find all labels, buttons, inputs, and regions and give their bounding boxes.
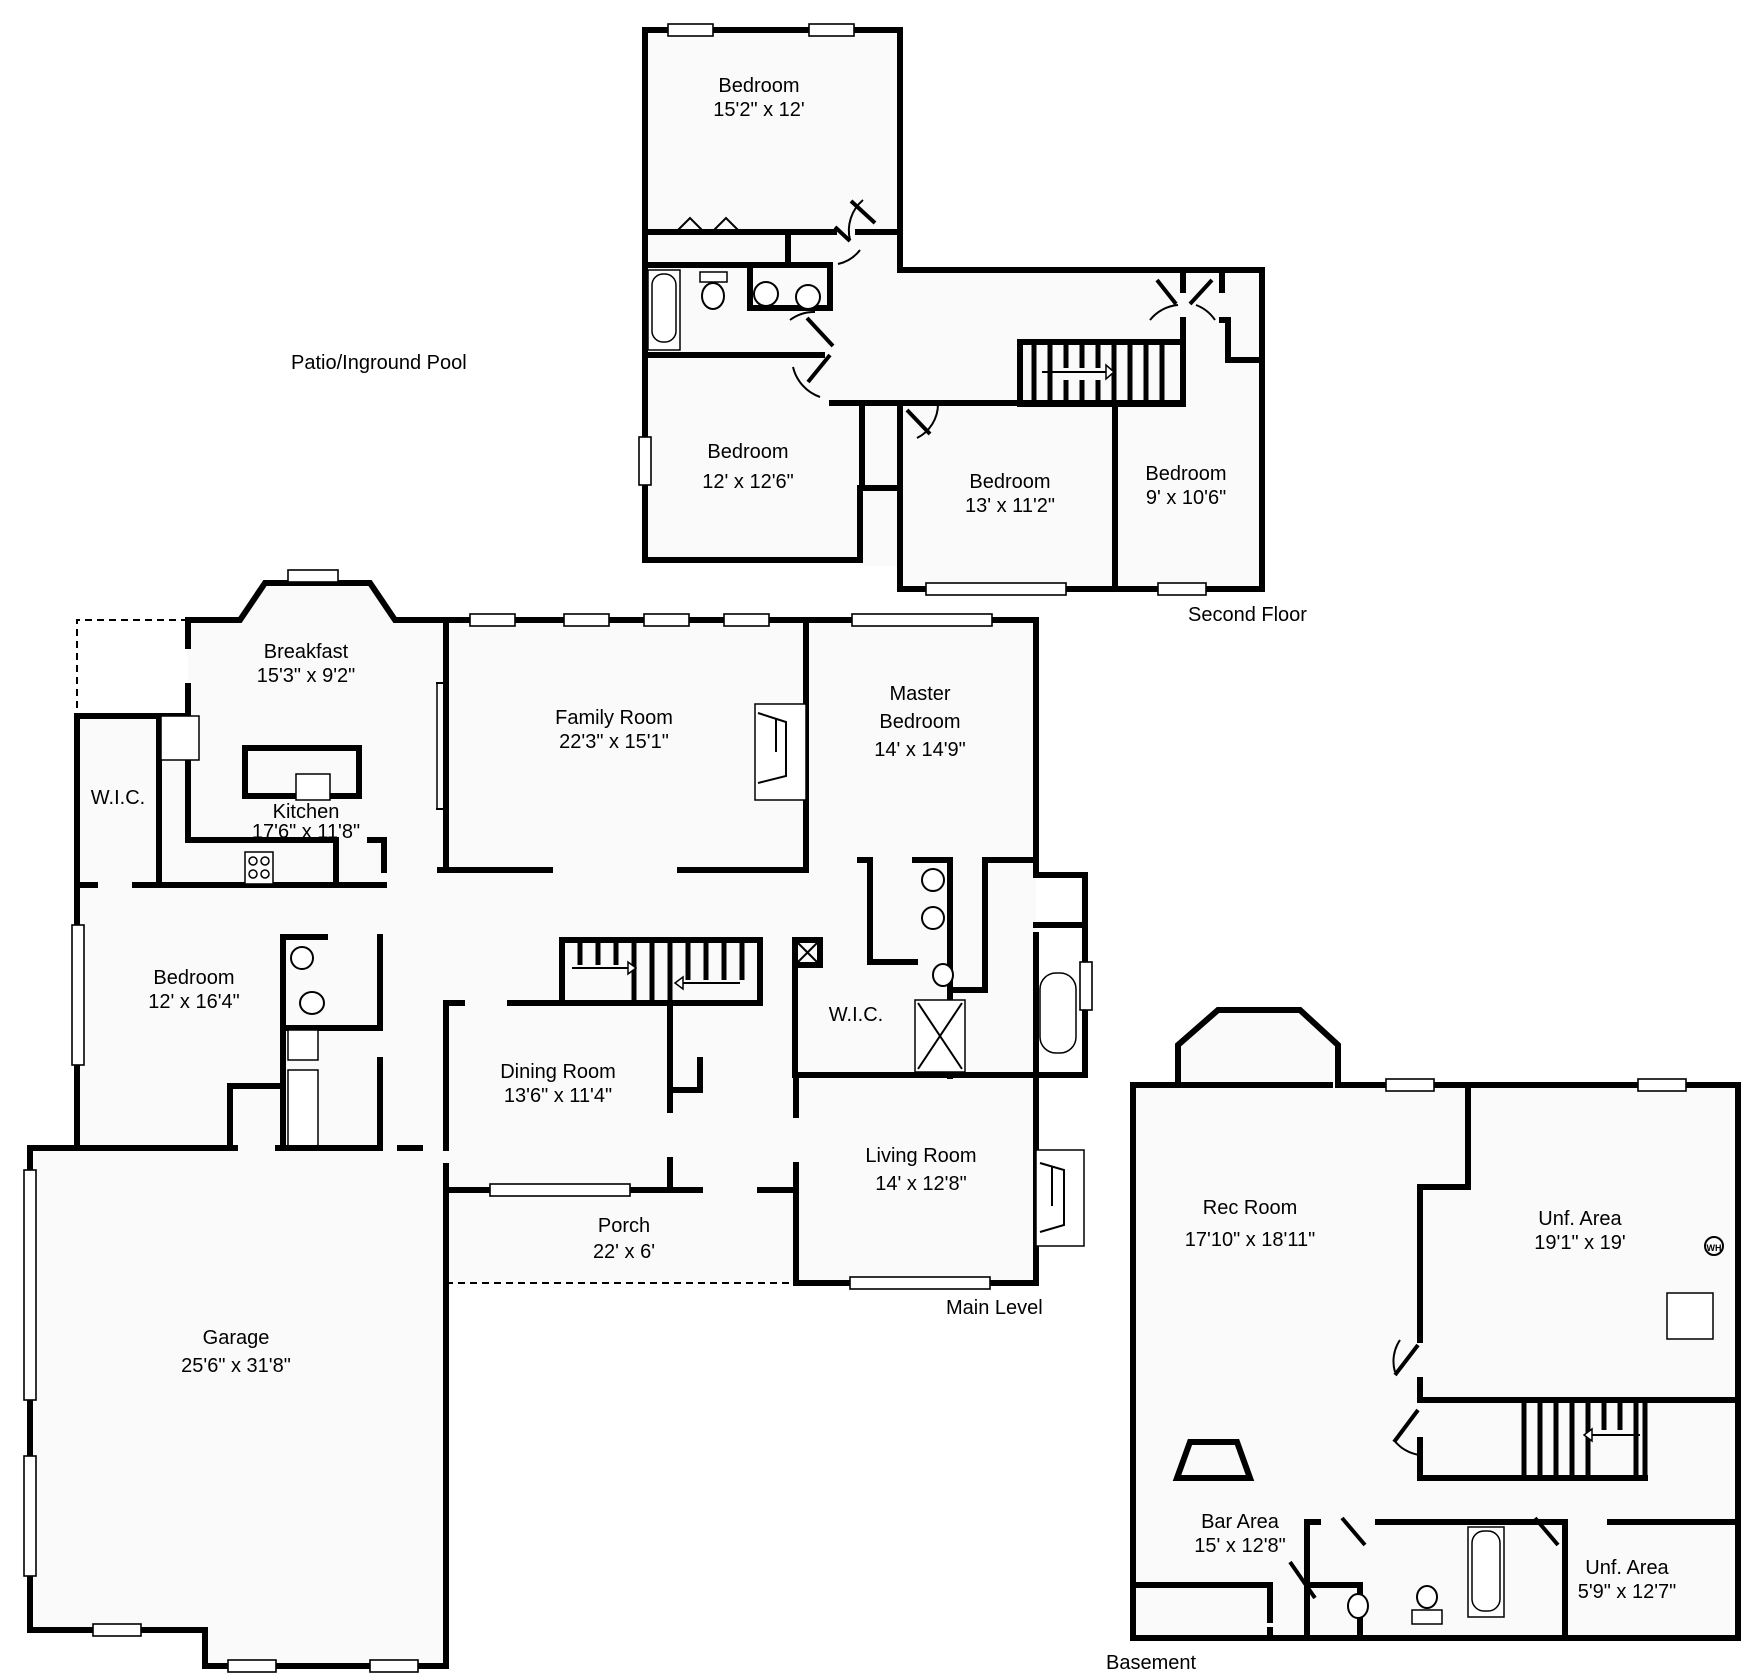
room-label-dining-room: Dining Room 13'6" x 11'4" xyxy=(500,1060,616,1108)
room-label-second-bedroom-1: Bedroom 15'2" x 12' xyxy=(713,74,804,122)
room-dimensions: 12' x 12'6" xyxy=(702,471,794,493)
room-name: W.I.C. xyxy=(828,1004,884,1026)
room-dimensions: 15'2" x 12' xyxy=(713,99,805,121)
room-name: Kitchen xyxy=(272,801,340,823)
room-dimensions: 14' x 12'8" xyxy=(875,1173,967,1195)
floor-label-main: Main Level xyxy=(946,1297,1043,1319)
room-label-wic-main: W.I.C. xyxy=(91,786,145,810)
room-name: Bedroom xyxy=(707,441,789,463)
second-floor-plan xyxy=(638,23,1265,596)
room-label-second-bedroom-2: Bedroom 12' x 12'6" xyxy=(702,440,793,494)
room-label-family-room: Family Room 22'3" x 15'1" xyxy=(555,706,673,754)
room-dimensions: 5'9" x 12'7" xyxy=(1577,1581,1677,1603)
floor-label-second: Second Floor xyxy=(1188,604,1307,626)
room-label-second-bedroom-4: Bedroom 9' x 10'6" xyxy=(1145,462,1226,510)
room-name: Garage xyxy=(202,1327,270,1349)
room-label-garage: Garage 25'6" x 31'8" xyxy=(181,1326,291,1378)
room-name: Rec Room xyxy=(1202,1197,1298,1219)
room-dimensions: 19'1" x 19' xyxy=(1534,1232,1626,1254)
room-name: Bedroom xyxy=(718,75,800,97)
room-label-breakfast: Breakfast 15'3" x 9'2" xyxy=(257,640,356,688)
room-label-bedroom-main: Bedroom 12' x 16'4" xyxy=(148,966,239,1014)
room-label-unf-area-small: Unf. Area 5'9" x 12'7" xyxy=(1578,1556,1677,1604)
room-dimensions: 17'10" x 18'11" xyxy=(1184,1229,1316,1251)
room-name: Family Room xyxy=(555,707,673,729)
room-name: Bar Area xyxy=(1201,1511,1279,1533)
room-dimensions: 17'6" x 11'8" xyxy=(251,821,361,843)
room-label-wic-master: W.I.C. xyxy=(829,1003,883,1027)
room-name: Unf. Area xyxy=(1585,1557,1669,1579)
room-label-kitchen: Kitchen 17'6" x 11'8" xyxy=(252,802,360,842)
outdoor-label-patio-pool: Patio/Inground Pool xyxy=(291,352,467,374)
room-dimensions: 15'3" x 9'2" xyxy=(256,665,356,687)
room-name: Unf. Area xyxy=(1538,1208,1622,1230)
room-dimensions: 13'6" x 11'4" xyxy=(503,1085,613,1107)
main-level-plan xyxy=(23,569,1093,1673)
room-dimensions: 22' x 6' xyxy=(592,1241,656,1263)
room-dimensions: 15' x 12'8" xyxy=(1194,1535,1286,1557)
room-dimensions: 14' x 14'9" xyxy=(874,739,966,761)
room-label-master-bedroom: Master Bedroom 14' x 14'9" xyxy=(874,680,965,764)
room-name: Bedroom xyxy=(153,967,235,989)
room-name-line1: Master xyxy=(889,683,951,705)
room-name: Living Room xyxy=(865,1145,977,1167)
room-name: Porch xyxy=(597,1215,651,1237)
water-heater-icon: WH xyxy=(1704,1236,1724,1256)
floor-label-basement: Basement xyxy=(1106,1652,1197,1674)
basement-plan xyxy=(1130,1007,1741,1641)
room-dimensions: 25'6" x 31'8" xyxy=(181,1355,291,1377)
room-label-living-room: Living Room 14' x 12'8" xyxy=(865,1144,976,1196)
room-name: Bedroom xyxy=(1145,463,1227,485)
room-name: Dining Room xyxy=(500,1061,616,1083)
room-name: Bedroom xyxy=(969,471,1051,493)
room-label-unf-area-large: Unf. Area 19'1" x 19' xyxy=(1534,1207,1625,1255)
room-label-second-bedroom-3: Bedroom 13' x 11'2" xyxy=(965,470,1055,518)
room-dimensions: 9' x 10'6" xyxy=(1145,487,1227,509)
room-label-porch: Porch 22' x 6' xyxy=(593,1214,655,1264)
room-label-rec-room: Rec Room 17'10" x 18'11" xyxy=(1185,1196,1315,1252)
room-dimensions: 13' x 11'2" xyxy=(965,495,1055,517)
room-label-bar-area: Bar Area 15' x 12'8" xyxy=(1194,1510,1285,1558)
room-name: Breakfast xyxy=(263,641,349,663)
room-name-line2: Bedroom xyxy=(879,711,961,733)
room-name: W.I.C. xyxy=(90,787,146,809)
room-dimensions: 12' x 16'4" xyxy=(148,991,240,1013)
room-dimensions: 22'3" x 15'1" xyxy=(559,731,669,753)
